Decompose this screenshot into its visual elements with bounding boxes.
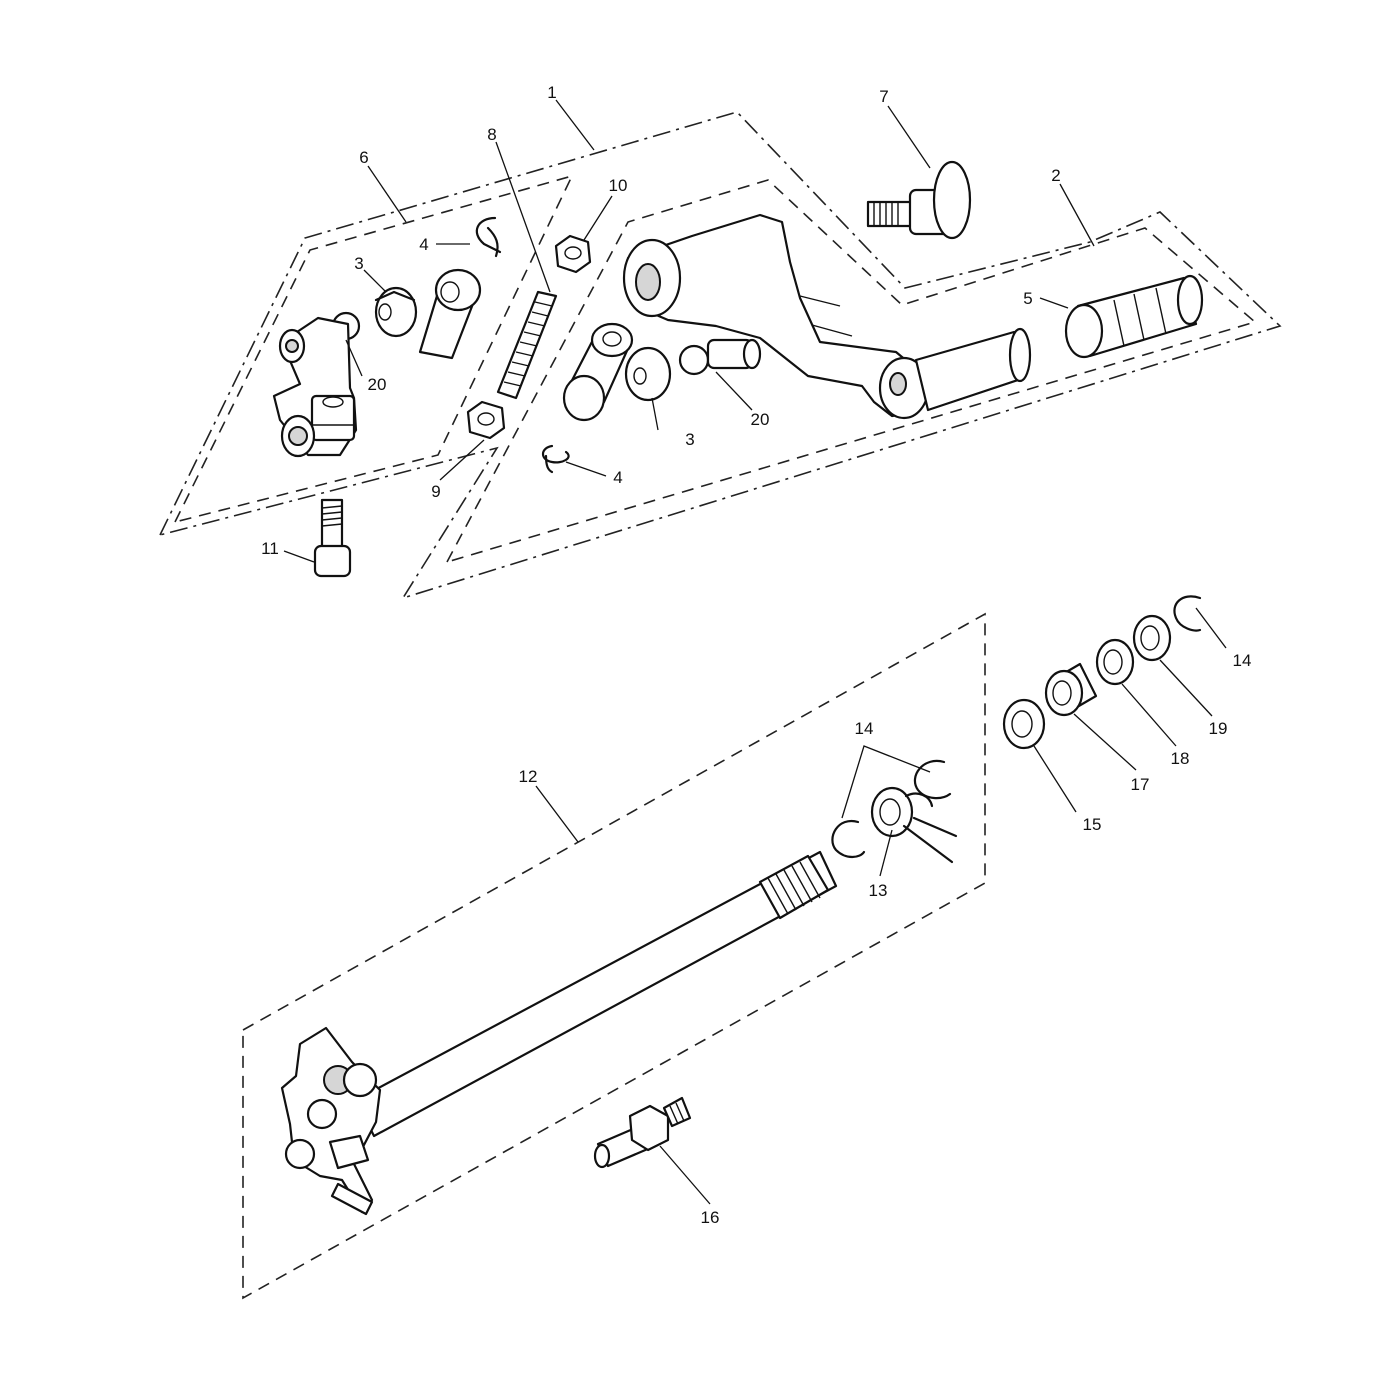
seal-15 — [1002, 698, 1046, 750]
nut-9 — [466, 400, 506, 440]
gearchange-shaft-12 — [280, 850, 838, 1216]
shift-arm-6 — [272, 316, 358, 458]
callout-16: 16 — [701, 1208, 720, 1227]
callout-1: 1 — [547, 83, 556, 102]
callout-7: 7 — [879, 87, 888, 106]
group-outline-12 — [242, 612, 986, 1300]
callout-9: 9 — [431, 482, 440, 501]
callout-14-mid: 14 — [855, 719, 874, 738]
callout-15: 15 — [1083, 815, 1102, 834]
circlip-14-top — [1173, 595, 1202, 632]
circlip-14-upper — [913, 759, 952, 800]
gear-lever-2 — [622, 213, 1032, 420]
callout-17: 17 — [1131, 775, 1150, 794]
callout-labels: 1 2 3 3 4 4 5 6 7 8 9 10 11 12 13 14 14 … — [261, 83, 1251, 1227]
cap-screw-11 — [313, 498, 352, 578]
callout-13: 13 — [869, 881, 888, 900]
ball-socket-right — [562, 322, 634, 422]
callout-6: 6 — [359, 148, 368, 167]
callout-5: 5 — [1023, 289, 1032, 308]
stopper-bolt-16 — [593, 1096, 692, 1169]
callout-3-left: 3 — [354, 254, 363, 273]
r-clip-4-top — [475, 216, 502, 258]
callout-8: 8 — [487, 125, 496, 144]
callout-4-bottom: 4 — [613, 468, 622, 487]
callout-18: 18 — [1171, 749, 1190, 768]
leader-lines — [283, 99, 1227, 1205]
r-clip-4-bottom — [541, 444, 570, 474]
callout-11: 11 — [261, 539, 279, 558]
callout-3-right: 3 — [685, 430, 694, 449]
group-outline-6 — [173, 174, 574, 524]
group-outline-2 — [445, 179, 1257, 564]
bush-17 — [1044, 662, 1098, 717]
spacer-3-right — [624, 346, 672, 402]
washer-18 — [1095, 638, 1135, 686]
spacer-3-left — [374, 286, 418, 338]
nut-10 — [554, 234, 592, 274]
washer-19 — [1132, 614, 1172, 662]
callout-19: 19 — [1209, 719, 1228, 738]
threaded-rod-8 — [496, 290, 558, 400]
ball-joint-20-right — [678, 338, 762, 376]
callout-4-top: 4 — [419, 235, 428, 254]
footpeg-rubber-5 — [1064, 274, 1204, 359]
callout-20-left: 20 — [368, 375, 387, 394]
ball-socket-left — [418, 268, 482, 360]
callout-2: 2 — [1051, 166, 1060, 185]
callout-20-right: 20 — [751, 410, 770, 429]
callout-14-top: 14 — [1233, 651, 1252, 670]
callout-12: 12 — [519, 767, 538, 786]
circlip-14-lower — [831, 819, 866, 859]
shoulder-bolt-7 — [866, 160, 972, 240]
return-spring-13 — [870, 786, 958, 864]
callout-10: 10 — [609, 176, 628, 195]
